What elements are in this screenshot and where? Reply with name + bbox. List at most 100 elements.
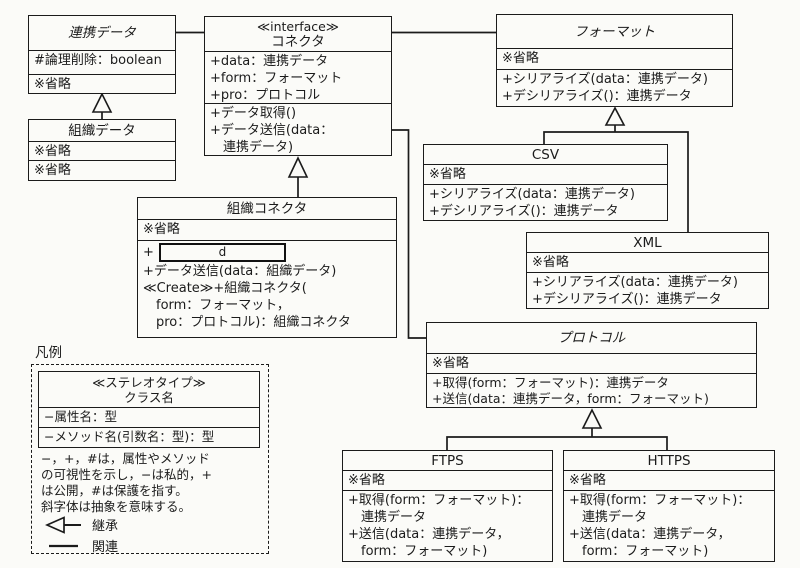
attribute-row: −属性名：型 xyxy=(44,409,117,424)
answer-blank-row: + d xyxy=(143,242,391,263)
attributes-compartment: ※省略 xyxy=(424,164,667,184)
attribute-row: ※省略 xyxy=(143,222,180,237)
method-row: +データ送信(data： xyxy=(210,123,334,138)
methods-compartment: ※省略 xyxy=(29,160,175,180)
class-name: プロトコル xyxy=(557,330,626,346)
methods-compartment: +取得(form：フォーマット)： 連携データ +送信(data：連携データ， … xyxy=(343,490,552,561)
method-row: 連携データ xyxy=(569,510,648,525)
method-row: pro：プロトコル)：組織コネクタ xyxy=(143,315,351,330)
attribute-row: +data：連携データ xyxy=(210,54,329,69)
class-name: フォーマット xyxy=(574,23,655,40)
method-row: +シリアライズ(data：連携データ) xyxy=(502,72,708,87)
method-row: +デシリアライズ()：連携データ xyxy=(502,89,692,104)
legend-note-line: 斜字体は抽象を意味する。 xyxy=(41,499,192,514)
association-key-label: 関連 xyxy=(92,540,119,555)
legend-attr-compartment: −属性名：型 xyxy=(39,407,259,427)
class-name: CSV xyxy=(531,146,560,163)
methods-compartment: +データ取得() +データ送信(data： 連携データ) xyxy=(205,103,391,157)
attributes-compartment: +data：連携データ +form：フォーマット +pro：プロトコル xyxy=(205,51,391,103)
method-row: 連携データ) xyxy=(210,140,294,155)
legend-box: ≪ステレオタイプ≫ クラス名 −属性名：型 −メソッド名(引数名：型)：型 −，… xyxy=(31,364,269,555)
legend-inheritance-key: 継承 xyxy=(45,515,118,534)
attributes-compartment: ※省略 xyxy=(427,353,756,373)
method-row: +取得(form：フォーマット)：連携データ xyxy=(432,375,669,390)
method-row: +送信(data：連携データ，form：フォーマット) xyxy=(432,391,709,406)
class-name: 連携データ xyxy=(68,25,136,41)
attribute-row: ※省略 xyxy=(502,51,539,66)
methods-compartment: +シリアライズ(data：連携データ) +デシリアライズ()：連携データ xyxy=(424,184,667,221)
class-box-csv: CSV ※省略 +シリアライズ(data：連携データ) +デシリアライズ()：連… xyxy=(423,144,668,221)
stereotype-label: ≪interface≫ xyxy=(257,18,339,34)
inheritance-branch-ftps-https xyxy=(446,436,668,450)
methods-compartment: +シリアライズ(data：連携データ) +デシリアライズ()：連携データ xyxy=(497,69,732,106)
attribute-row: #論理削除：boolean xyxy=(34,53,162,68)
legend-note-line: −，+，#は，属性やメソッド xyxy=(41,451,210,466)
class-box-ftps: FTPS ※省略 +取得(form：フォーマット)： 連携データ +送信(dat… xyxy=(342,450,553,562)
class-box-format: フォーマット ※省略 +シリアライズ(data：連携データ) +デシリアライズ(… xyxy=(496,14,733,107)
inheritance-triangle-protocol xyxy=(581,408,603,429)
attributes-compartment: ※省略 xyxy=(138,219,396,240)
legend-title: 凡例 xyxy=(35,345,62,361)
class-title-format: フォーマット xyxy=(497,15,732,48)
attribute-row: ※省略 xyxy=(432,356,469,371)
attribute-row: +pro：プロトコル xyxy=(210,88,321,103)
inheritance-triangle-renkeidata xyxy=(91,92,113,113)
attributes-compartment: ※省略 xyxy=(29,141,175,160)
inheritance-triangle-connector xyxy=(287,156,309,178)
attribute-row: ※省略 xyxy=(348,473,385,488)
methods-compartment: +取得(form：フォーマット)：連携データ +送信(data：連携データ，fo… xyxy=(427,373,756,408)
class-name: FTPS xyxy=(431,452,464,469)
methods-compartment: ※省略 xyxy=(29,74,175,94)
attributes-compartment: ※省略 xyxy=(527,252,768,272)
attribute-row: ※省略 xyxy=(532,255,569,270)
association-line-icon xyxy=(49,544,78,547)
attributes-compartment: ※省略 xyxy=(497,48,732,69)
class-name: 組織コネクタ xyxy=(226,200,308,217)
attribute-row: ※省略 xyxy=(429,167,466,182)
attribute-row: ※省略 xyxy=(34,144,71,159)
class-title-https: HTTPS xyxy=(564,451,774,470)
legend-note-line: は公開，#は保護を指す。 xyxy=(41,483,188,498)
association-line-connector-protocol xyxy=(392,129,426,339)
method-row: −メソッド名(引数名：型)：型 xyxy=(44,429,215,444)
class-box-protocol: プロトコル ※省略 +取得(form：フォーマット)：連携データ +送信(dat… xyxy=(426,322,757,408)
attributes-compartment: ※省略 xyxy=(564,470,774,490)
inheritance-triangle-format xyxy=(604,106,626,126)
class-name: 組織データ xyxy=(68,122,136,139)
method-row: 連携データ xyxy=(348,510,427,525)
method-row: +シリアライズ(data：連携データ) xyxy=(532,275,738,290)
stereotype-label: ≪ステレオタイプ≫ xyxy=(92,374,206,390)
attribute-row: ※省略 xyxy=(569,473,606,488)
method-row: form：フォーマット， xyxy=(143,298,290,313)
class-title-protocol: プロトコル xyxy=(427,323,756,353)
method-row: +取得(form：フォーマット)： xyxy=(348,493,530,508)
inheritance-key-label: 継承 xyxy=(92,519,119,534)
class-name: コネクタ xyxy=(271,33,325,50)
method-row: +デシリアライズ()：連携データ xyxy=(532,292,722,307)
class-title-connector: ≪interface≫ コネクタ xyxy=(205,17,391,51)
visibility-prefix: + xyxy=(143,245,154,260)
legend-class-title: ≪ステレオタイプ≫ クラス名 xyxy=(39,372,259,407)
attributes-compartment: #論理削除：boolean xyxy=(29,50,175,74)
method-row: form：フォーマット) xyxy=(348,544,488,559)
method-row: +データ送信(data：組織データ) xyxy=(143,264,337,279)
class-title-ftps: FTPS xyxy=(343,451,552,470)
method-row: ※省略 xyxy=(34,163,71,178)
class-title-xml: XML xyxy=(527,233,768,252)
class-box-soshiki-data: 組織データ ※省略 ※省略 xyxy=(28,119,176,181)
method-row: form：フォーマット) xyxy=(569,544,709,559)
methods-compartment: + d +データ送信(data：組織データ) ≪Create≫+組織コネクタ( … xyxy=(138,240,396,337)
methods-compartment: +取得(form：フォーマット)： 連携データ +送信(data：連携データ， … xyxy=(564,490,774,561)
class-name: XML xyxy=(633,234,662,251)
method-row: +取得(form：フォーマット)： xyxy=(569,493,751,508)
class-name: クラス名 xyxy=(124,389,174,405)
class-box-https: HTTPS ※省略 +取得(form：フォーマット)： 連携データ +送信(da… xyxy=(563,450,775,562)
method-row: +データ取得() xyxy=(210,106,297,121)
method-row: ≪Create≫+組織コネクタ( xyxy=(143,281,307,296)
legend-notes: −，+，#は，属性やメソッド の可視性を示し，−は私的，+ は公開，#は保護を指… xyxy=(41,451,261,515)
legend-note-line: の可視性を示し，−は私的，+ xyxy=(41,467,212,482)
method-row: +デシリアライズ()：連携データ xyxy=(429,204,619,219)
inheritance-arrow-icon xyxy=(45,515,81,534)
legend-method-compartment: −メソッド名(引数名：型)：型 xyxy=(39,427,259,447)
